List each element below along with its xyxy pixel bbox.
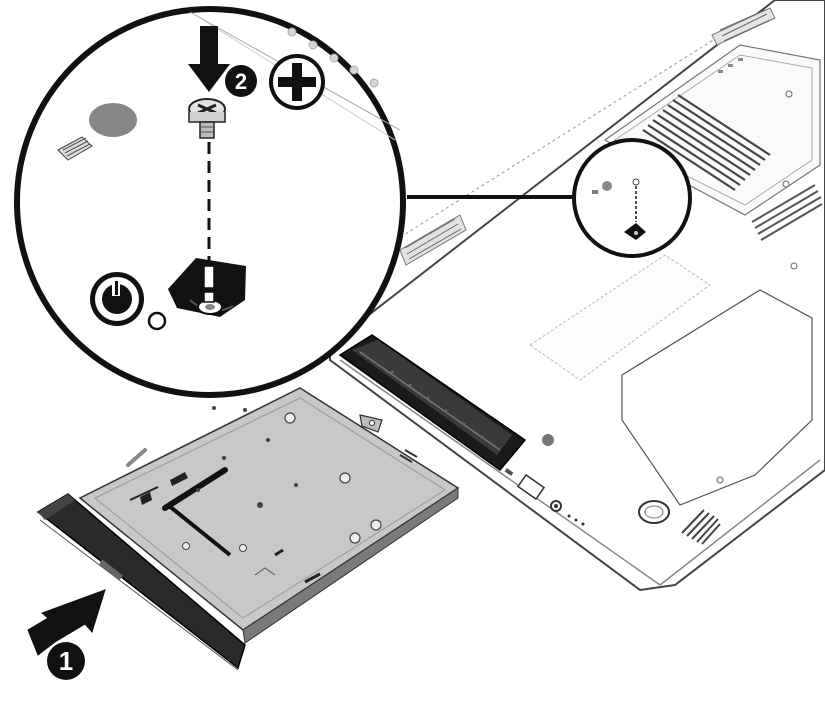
drive-side-wall <box>242 487 459 644</box>
drive-top-inner-edge <box>94 397 446 619</box>
arrow-down-icon <box>188 26 230 92</box>
eject-button <box>98 559 124 581</box>
drive-front-bezel <box>36 493 246 671</box>
step-2-number: 2 <box>235 69 247 94</box>
speaker-grille <box>681 509 721 545</box>
rubber-pad <box>89 103 137 137</box>
screw-hole-bracket <box>168 258 246 317</box>
laptop-base <box>329 0 825 592</box>
step-2-badge <box>225 65 257 97</box>
memory-door-panel <box>603 44 821 216</box>
step-2-down-arrow <box>188 26 230 92</box>
optical-drive <box>36 387 460 671</box>
small-vent-icon <box>57 136 93 161</box>
callout-small-circle <box>572 138 692 258</box>
rubber-foot <box>638 500 670 524</box>
plus-screwdriver-icon <box>269 54 325 110</box>
insert-arrow-icon <box>27 589 106 656</box>
step-1-number: 1 <box>59 646 73 676</box>
optical-drive-bay <box>338 334 527 472</box>
vent-grille-right <box>751 184 823 241</box>
bottom-screw-hole <box>542 434 554 446</box>
side-ports <box>504 468 585 526</box>
screw <box>188 98 226 139</box>
drive-surface-details <box>126 406 418 584</box>
padlock-icon <box>90 272 167 331</box>
laptop-edge-line <box>339 359 661 586</box>
hard-drive-door <box>529 254 711 381</box>
step-1-badge <box>47 642 85 680</box>
service-cover <box>621 262 813 506</box>
laptop-edge-line-right <box>659 459 821 586</box>
step-1-insert-arrow: 1 <box>27 589 106 680</box>
vent-grille-main <box>642 94 771 191</box>
callout-large-circle: 2 <box>14 6 406 398</box>
hinge-vent-left <box>399 214 467 266</box>
hinge-vent-top <box>711 7 776 46</box>
